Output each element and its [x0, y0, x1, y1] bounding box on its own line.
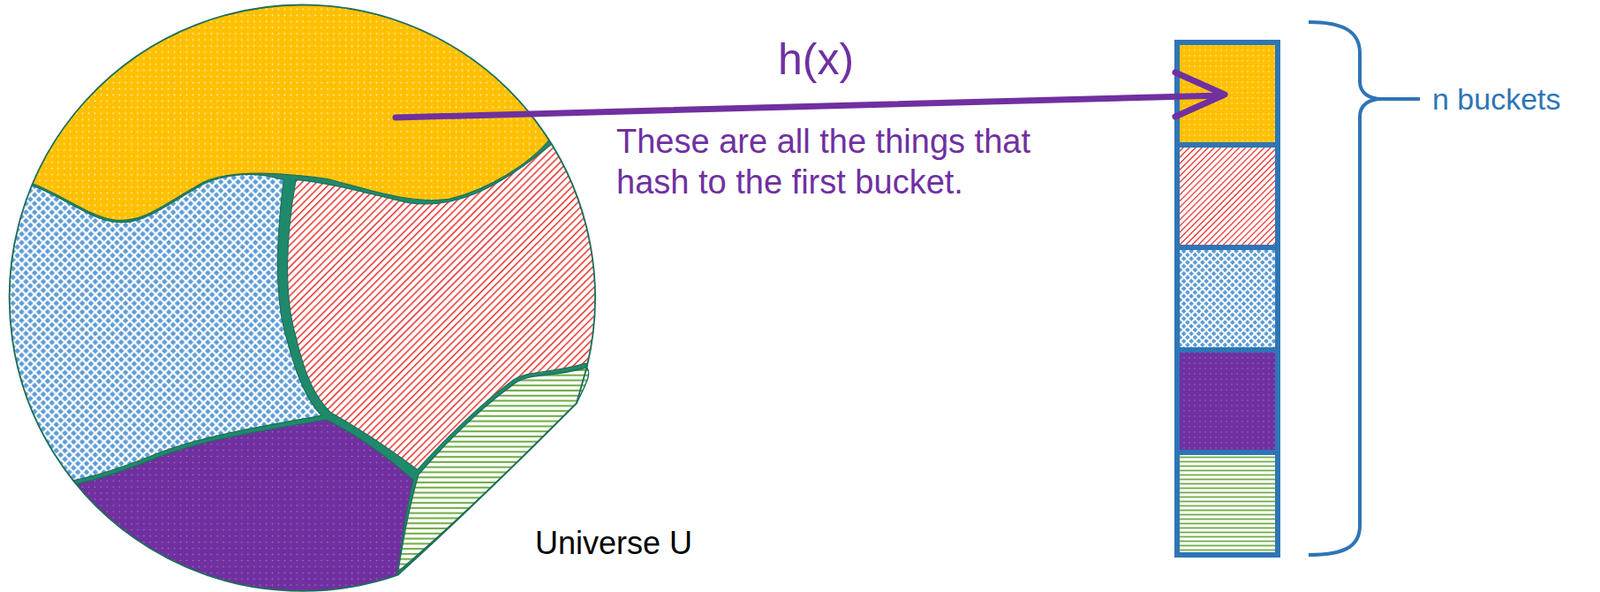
bucket-cell — [1177, 247, 1278, 350]
universe-label: Universe U — [535, 523, 693, 562]
red-region — [287, 143, 613, 470]
bucket-borders — [1177, 42, 1278, 555]
bucket-array — [1177, 42, 1278, 555]
universe-regions — [0, 0, 612, 592]
bucket-brace — [1308, 22, 1420, 555]
universe-outline — [9, 4, 596, 590]
bucket-cell — [1177, 452, 1278, 555]
callout-note: These are all the things that hash to th… — [616, 121, 1111, 203]
bucket-count-label: n buckets — [1432, 81, 1562, 118]
universe-blob — [0, 0, 612, 592]
bucket-cell — [1177, 349, 1278, 453]
purple-region — [0, 419, 414, 592]
bucket-cell — [1177, 144, 1278, 248]
hash-function-label: h(x) — [777, 32, 854, 86]
